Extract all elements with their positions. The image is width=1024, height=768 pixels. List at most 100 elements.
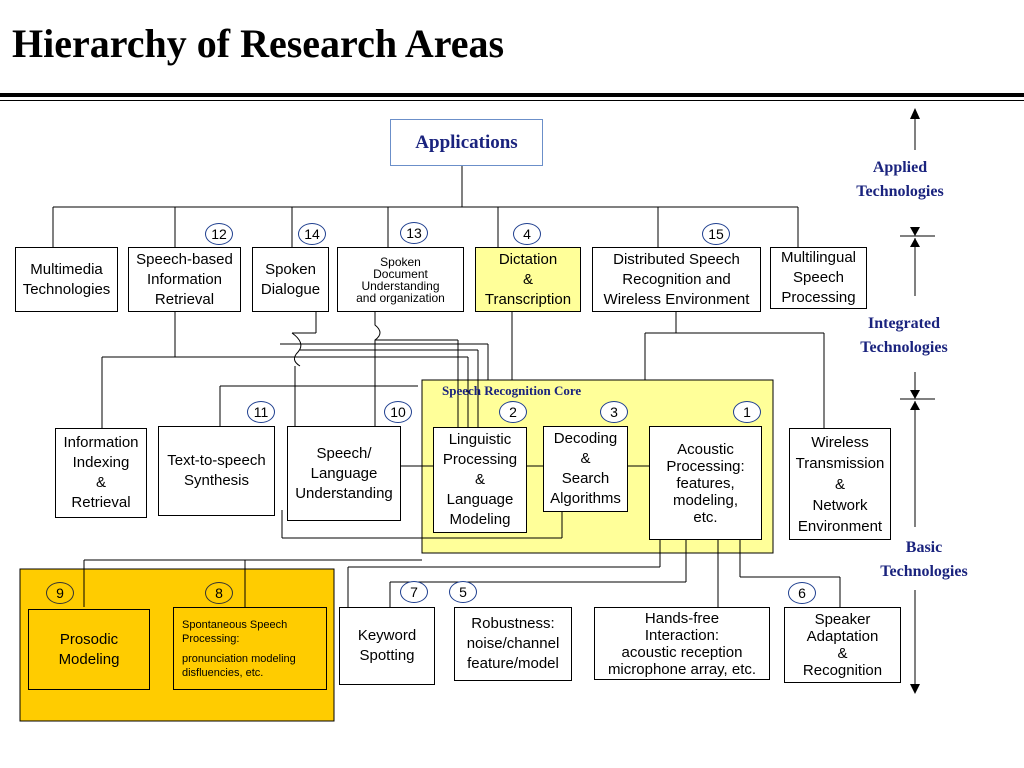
- node-text: Prosodic: [59, 630, 119, 648]
- node-text: pronunciation modeling: [182, 652, 296, 665]
- node-text: Modeling: [449, 511, 511, 528]
- node-text: Acoustic: [677, 440, 734, 458]
- number-badge: 3: [600, 401, 628, 423]
- node-text: Retrieval: [154, 290, 215, 308]
- node-text: Adaptation: [806, 628, 879, 645]
- node-text: Indexing: [72, 454, 130, 471]
- node-text: Spoken: [380, 254, 421, 269]
- applications-label: Applications: [415, 131, 518, 153]
- node-text: noise/channel: [466, 635, 560, 652]
- number-badge: 9: [46, 582, 74, 604]
- node-text: and organization: [356, 290, 445, 305]
- node-text: Wireless Environment: [603, 290, 750, 308]
- node-text: Processing: [442, 451, 518, 468]
- node-text: Modeling: [58, 650, 120, 668]
- node-text: Processing: [781, 289, 856, 306]
- spontaneous-speech-node: Spontaneous Speech Processing: pronuncia…: [173, 607, 327, 690]
- node-text: Multimedia: [30, 260, 103, 278]
- node-text: Language: [310, 464, 378, 482]
- node-text: Processing:: [182, 632, 240, 645]
- node-text: Recognition: [802, 662, 883, 679]
- node-text: Dictation: [498, 250, 558, 268]
- number-badge: 1: [733, 401, 761, 423]
- core-region-label: Speech Recognition Core: [442, 383, 582, 398]
- node-text: Algorithms: [550, 490, 621, 507]
- number-badge: 11: [247, 401, 275, 423]
- node-text: Wireless: [811, 433, 869, 451]
- node-text: Distributed Speech: [613, 250, 740, 268]
- basic-technologies-label: Basic Technologies: [859, 536, 989, 584]
- applied-label-line: Technologies: [856, 183, 944, 200]
- node-text: Text-to-speech: [167, 452, 266, 469]
- integrated-label-line: Technologies: [860, 339, 948, 356]
- number-badge: 15: [702, 223, 730, 245]
- node-text: Robustness:: [471, 615, 555, 632]
- node-text: disfluencies, etc.: [182, 666, 264, 679]
- node-text: Environment: [797, 517, 883, 535]
- node-text: Network: [812, 496, 868, 514]
- node-text: Processing:: [666, 457, 745, 475]
- integrated-label-line: Integrated: [868, 315, 940, 332]
- number-badge: 7: [400, 581, 428, 603]
- number-badge: 12: [205, 223, 233, 245]
- node-text: Transmission: [795, 454, 885, 472]
- node-text: Transcription: [484, 290, 572, 308]
- node-text: &: [834, 475, 845, 493]
- node-text: Hands-free: [644, 609, 720, 627]
- node-text: Keyword: [357, 627, 417, 644]
- basic-label-line: Basic: [905, 539, 943, 556]
- basic-label-line: Technologies: [880, 563, 968, 580]
- applications-node: Applications: [390, 119, 543, 166]
- node-text: Speech/: [316, 444, 372, 462]
- node-text: Language: [446, 491, 514, 508]
- title-rule-thin: [0, 100, 1024, 101]
- node-text: Speech: [793, 269, 844, 286]
- node-text: Search: [561, 470, 610, 487]
- node-text: Information: [146, 270, 223, 288]
- node-text: Recognition and: [622, 270, 731, 288]
- node-text: Document: [373, 266, 428, 281]
- node-text: acoustic reception: [621, 643, 743, 661]
- number-badge: 5: [449, 581, 477, 603]
- node-text: Spotting: [359, 647, 415, 664]
- node-text: Speech-based: [136, 250, 233, 268]
- title-rule-thick: [0, 93, 1024, 97]
- node-text: &: [522, 270, 533, 288]
- number-badge: 2: [499, 401, 527, 423]
- node-text: Understanding: [361, 278, 440, 293]
- node-text: Spoken: [265, 260, 316, 278]
- node-text: Decoding: [553, 430, 618, 447]
- node-text: microphone array, etc.: [607, 660, 757, 678]
- number-badge: 6: [788, 582, 816, 604]
- integrated-technologies-label: Integrated Technologies: [839, 312, 969, 360]
- node-text: Speaker: [814, 611, 871, 628]
- dictation-node: Dictation & Transcription: [475, 247, 581, 312]
- number-badge: 8: [205, 582, 233, 604]
- number-badge: 13: [400, 222, 428, 244]
- number-badge: 14: [298, 223, 326, 245]
- node-text: Multilingual: [780, 249, 857, 266]
- node-text: features,: [676, 474, 735, 492]
- node-text: Synthesis: [183, 472, 250, 489]
- node-text: &: [95, 474, 106, 491]
- node-text: etc.: [693, 508, 718, 526]
- node-text: modeling,: [672, 491, 739, 509]
- node-text: &: [474, 471, 485, 488]
